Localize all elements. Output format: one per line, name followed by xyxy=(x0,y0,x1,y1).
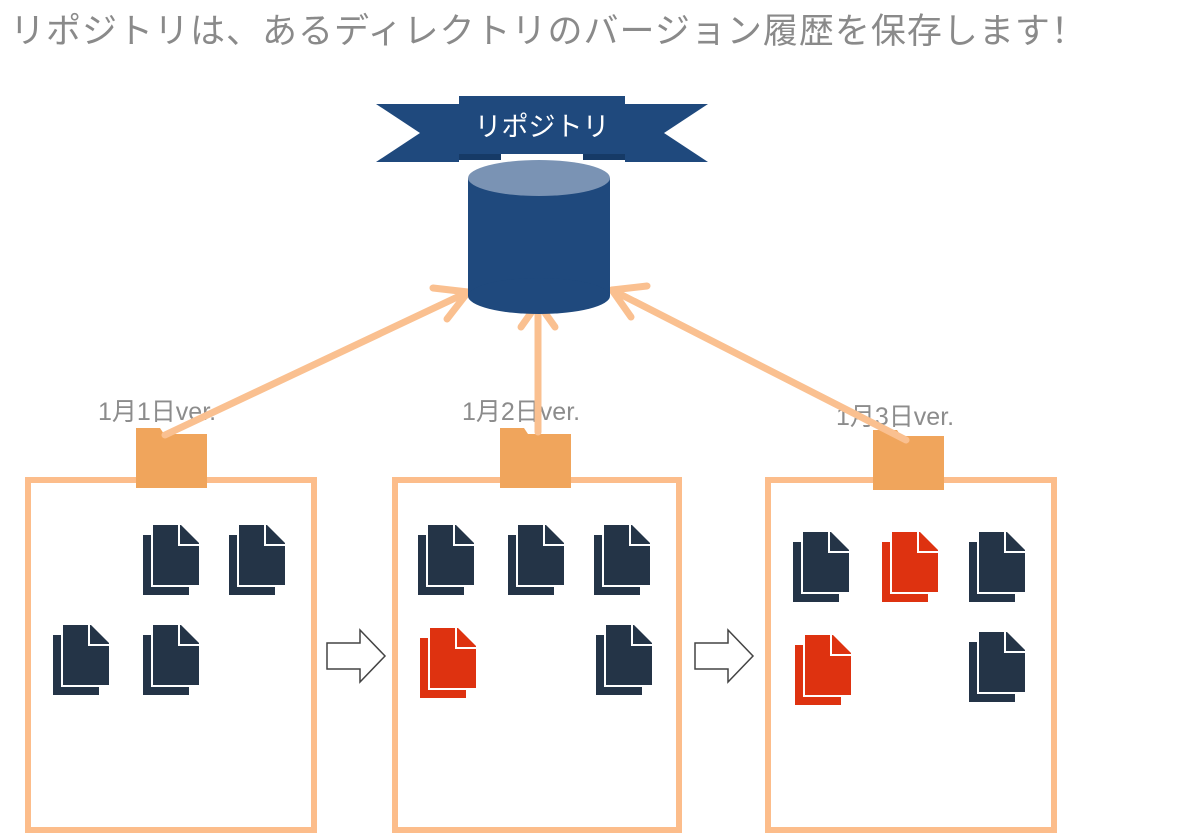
page-title: リポジトリは、あるディレクトリのバージョン履歴を保存します！ xyxy=(10,12,1087,52)
file-icon xyxy=(596,625,652,695)
file-icon xyxy=(508,525,564,595)
file-icon xyxy=(795,635,851,705)
file-icon xyxy=(969,532,1025,602)
arrow-to-repository xyxy=(608,282,910,444)
next-arrow-icon xyxy=(326,628,387,684)
repository-label: リポジトリ xyxy=(475,112,610,143)
file-icon xyxy=(143,525,199,595)
folder-icon xyxy=(500,428,571,488)
file-icon xyxy=(229,525,285,595)
file-icon xyxy=(420,628,476,698)
version-label: 1月2日ver. xyxy=(462,398,580,426)
database-icon xyxy=(468,160,610,314)
file-icon xyxy=(882,532,938,602)
folder-icon xyxy=(873,430,944,490)
file-icon xyxy=(53,625,109,695)
file-icon xyxy=(793,532,849,602)
folder-icon xyxy=(136,428,207,488)
file-icon xyxy=(594,525,650,595)
file-icon xyxy=(143,625,199,695)
next-arrow-icon xyxy=(694,628,755,684)
file-icon xyxy=(418,525,474,595)
file-icons xyxy=(53,525,1025,705)
file-icon xyxy=(969,632,1025,702)
arrow-to-repository xyxy=(161,284,472,439)
repository-ribbon: リポジトリ xyxy=(376,96,708,162)
